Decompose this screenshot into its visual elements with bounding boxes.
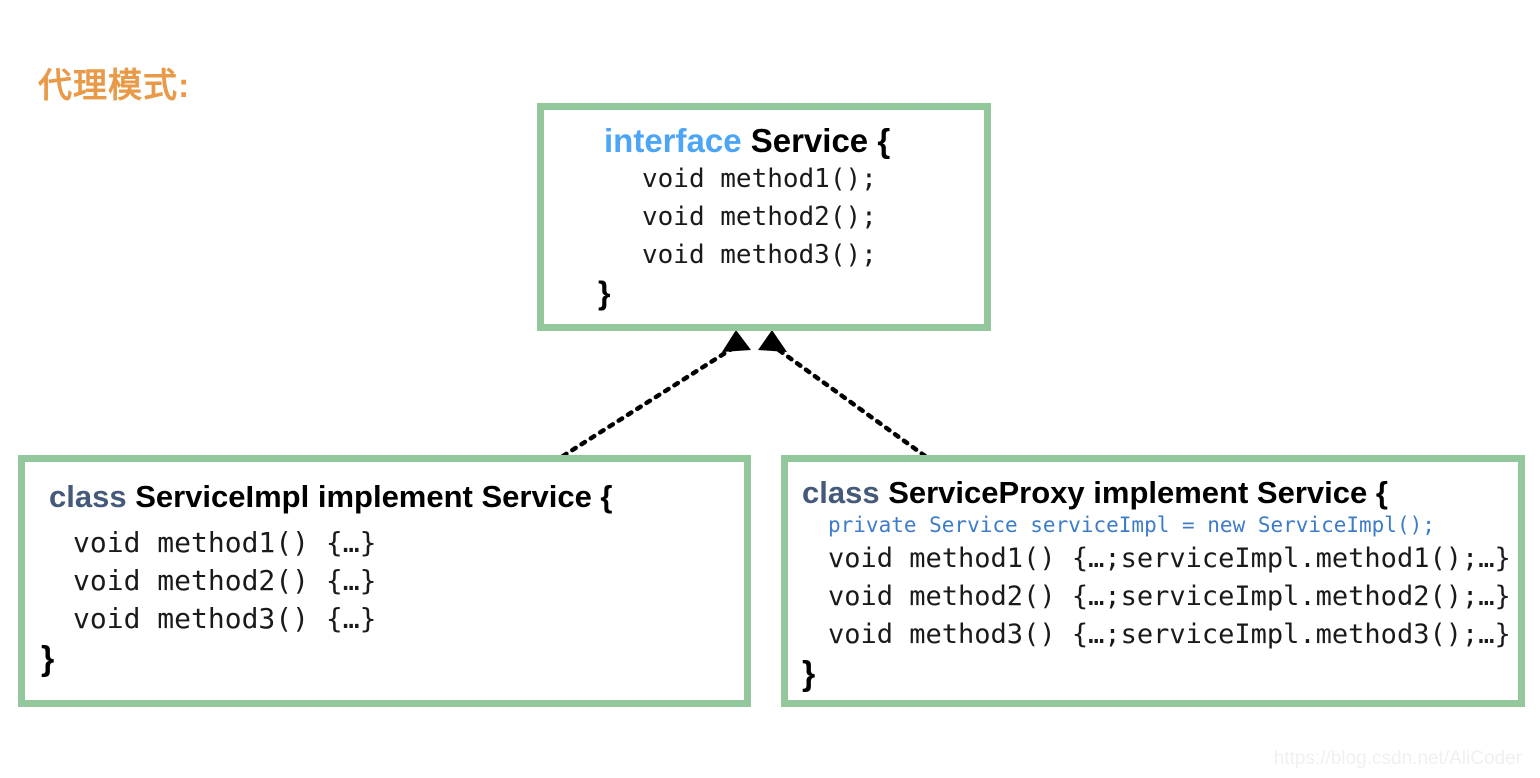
class-method-line: void method2() {…;serviceImpl.method2();… [828,581,1511,612]
class-serviceimpl-box: class ServiceImpl implement Service { vo… [18,455,751,707]
interface-declaration: interface Service { [604,122,890,160]
class-closing-brace: } [41,640,55,678]
class-declaration: class ServiceProxy implement Service { [802,475,1388,511]
interface-service-box: interface Service { void method1(); void… [537,103,991,331]
class-name: ServiceImpl implement Service { [126,479,613,514]
keyword-class: class [802,475,880,510]
connector-impl-realizes-interface [560,330,751,459]
keyword-class: class [49,479,127,514]
class-name: ServiceProxy implement Service { [879,475,1388,510]
class-closing-brace: } [802,655,816,693]
class-serviceproxy-box: class ServiceProxy implement Service { p… [781,455,1525,707]
interface-method-line: void method3(); [642,240,877,270]
interface-name: Service { [741,122,891,159]
class-field-line: private Service serviceImpl = new Servic… [828,513,1435,537]
interface-method-line: void method2(); [642,202,877,232]
class-method-line: void method3() {…} [73,602,377,635]
class-method-line: void method1() {…;serviceImpl.method1();… [828,543,1511,574]
page-title: 代理模式: [38,67,191,105]
keyword-interface: interface [604,122,742,159]
interface-method-line: void method1(); [642,164,877,194]
class-method-line: void method2() {…} [73,564,377,597]
connector-proxy-realizes-interface [758,330,928,459]
class-declaration: class ServiceImpl implement Service { [49,479,612,515]
class-method-line: void method3() {…;serviceImpl.method3();… [828,619,1511,650]
watermark: https://blog.csdn.net/AliCoder [1273,748,1522,769]
interface-closing-brace: } [598,275,611,311]
class-method-line: void method1() {…} [73,526,377,559]
